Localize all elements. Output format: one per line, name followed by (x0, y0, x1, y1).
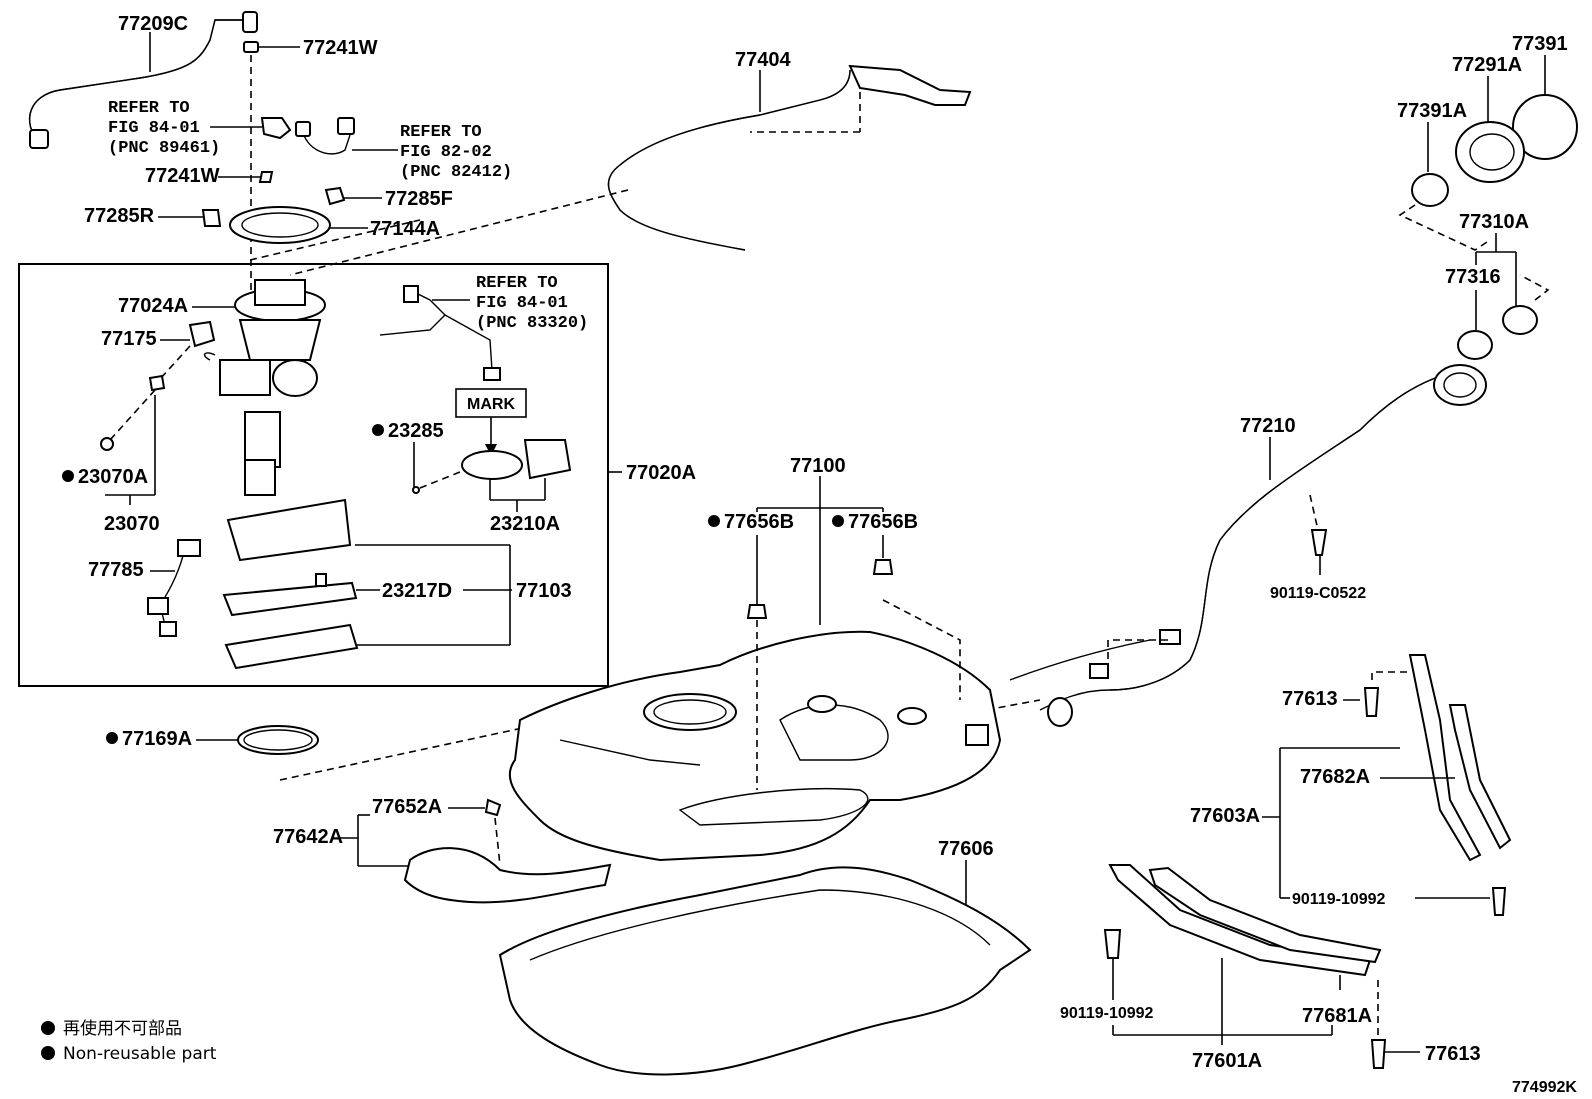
label-77682a: 77682A (1300, 766, 1370, 788)
bolt-90119-c0522 (1310, 529, 1328, 556)
protector-77642a (403, 847, 612, 904)
mark-box (455, 388, 527, 418)
label-77100: 77100 (790, 455, 846, 477)
label-77175: 77175 (101, 328, 157, 350)
band-77681a (1148, 866, 1382, 964)
fuel-tank-77100 (508, 630, 1002, 862)
ref2-line2: FIG 82-02 (400, 143, 492, 162)
pump-body (244, 411, 281, 468)
bolt-90119-10992-right (1491, 887, 1507, 916)
label-77391: 77391 (1512, 33, 1568, 55)
label-77613-top: 77613 (1282, 688, 1338, 710)
fuel-pump-23210a (461, 450, 523, 480)
pump-assembly-box (18, 263, 609, 687)
legend-bullet-1 (41, 1021, 55, 1035)
label-23070: 23070 (104, 513, 160, 535)
label-23070a: 23070A (78, 466, 148, 488)
band-77682a (1448, 704, 1512, 850)
bolt-77613-bottom (1370, 1039, 1387, 1069)
label-77103: 77103 (516, 580, 572, 602)
label-77310a: 77310A (1459, 211, 1529, 233)
pump-bracket (226, 498, 352, 562)
label-23210a: 23210A (490, 513, 560, 535)
band-77603a-1 (1408, 654, 1482, 862)
label-77285f: 77285F (385, 188, 453, 210)
label-77291a: 77291A (1452, 54, 1522, 76)
legend-line-1: 再使用不可部品 (63, 1018, 182, 1039)
label-90119-c0522: 90119-C0522 (1270, 585, 1366, 602)
label-23285: 23285 (388, 420, 444, 442)
ref3-line3: (PNC 83320) (476, 314, 588, 333)
label-77656b-1: 77656B (724, 511, 794, 533)
bolt-77613-top (1363, 687, 1380, 717)
filter-23217d (222, 581, 358, 617)
ref1-line2: FIG 84-01 (108, 119, 200, 138)
hose-77404 (607, 64, 972, 251)
label-77656b-2: 77656B (848, 511, 918, 533)
legend-line-2: Non-reusable part (63, 1044, 217, 1064)
wire-harness-77209c (29, 11, 258, 149)
label-77169a: 77169A (122, 728, 192, 750)
label-77210: 77210 (1240, 415, 1296, 437)
ref3-line2: FIG 84-01 (476, 294, 568, 313)
clip-77241w (243, 41, 259, 53)
clip-77652a (484, 798, 502, 817)
clip-77285r (201, 209, 222, 227)
gasket-77391a (1411, 173, 1449, 207)
label-90119-10992-right: 90119-10992 (1292, 891, 1386, 908)
label-77652a: 77652A (372, 796, 442, 818)
fuel-pump-module (203, 279, 326, 397)
ref2-line3: (PNC 82412) (400, 163, 512, 182)
filter-screen (224, 623, 359, 670)
plug-77656b-2 (872, 559, 894, 575)
label-77404: 77404 (735, 49, 791, 71)
label-77024a: 77024A (118, 295, 188, 317)
label-23217d: 23217D (382, 580, 452, 602)
label-77285r: 77285R (84, 205, 155, 227)
ref3-line1: REFER TO (476, 274, 558, 293)
label-77144a: 77144A (370, 218, 440, 240)
label-77209c: 77209C (118, 13, 188, 35)
label-77601a: 77601A (1192, 1050, 1262, 1072)
label-77613-bottom: 77613 (1425, 1043, 1481, 1065)
label-77391a: 77391A (1397, 100, 1467, 122)
label-77603a: 77603A (1190, 805, 1260, 827)
clip-77285f (324, 186, 346, 206)
label-77642a: 77642A (273, 826, 343, 848)
connector-77175 (188, 320, 216, 348)
gasket-77391 (1512, 94, 1578, 160)
label-77241w-mid: 77241W (145, 165, 220, 187)
filler-cap-77291a (1455, 121, 1525, 183)
label-77785: 77785 (88, 559, 144, 581)
cap-77316 (1502, 305, 1538, 335)
label-77681a: 77681A (1302, 1005, 1372, 1027)
label-77241w-top: 77241W (303, 37, 378, 59)
ref1-line1: REFER TO (108, 99, 190, 118)
bolt-90119-10992-left (1103, 929, 1122, 959)
sensor-89461 (260, 117, 292, 140)
ref2-line1: REFER TO (400, 123, 482, 142)
mark-label: MARK (467, 396, 515, 413)
under-cover-77606 (498, 866, 1032, 1076)
gasket-77169a (237, 725, 319, 755)
legend-bullet-2 (41, 1046, 55, 1060)
band-77601a (1108, 864, 1372, 977)
label-77020a: 77020A (626, 462, 696, 484)
label-77606: 77606 (938, 838, 994, 860)
label-90119-10992-left: 90119-10992 (1060, 1005, 1154, 1022)
label-77316: 77316 (1445, 266, 1501, 288)
diagram-id: 774992K (1512, 1079, 1577, 1096)
plug-77656b-1 (746, 604, 768, 619)
ref1-line3: (PNC 89461) (108, 139, 220, 158)
